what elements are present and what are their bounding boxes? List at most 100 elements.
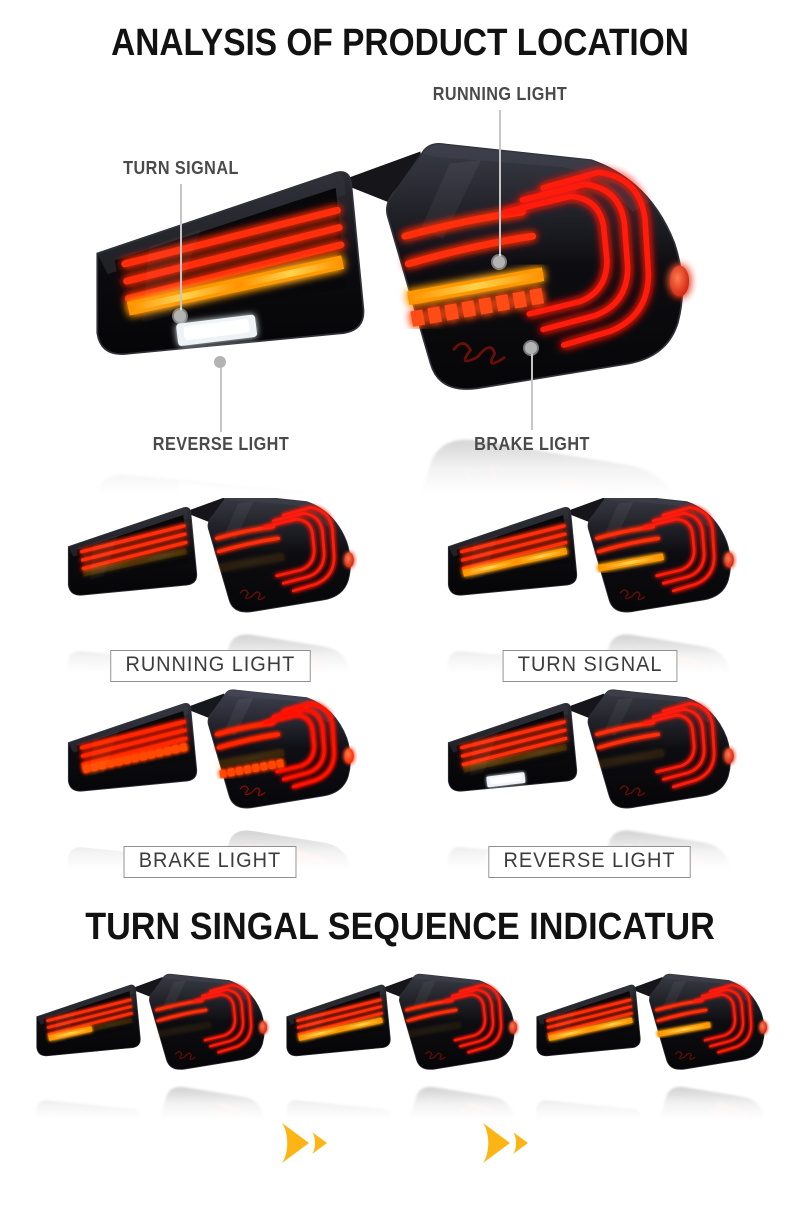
red-tube-hooks — [263, 701, 336, 788]
left-taillight — [536, 985, 641, 1057]
right-taillight — [399, 974, 517, 1071]
signature-squiggle — [424, 1051, 446, 1061]
grid-item-reverse-light: REVERSE LIGHT — [420, 686, 760, 878]
amber-turn-strip-right — [407, 267, 545, 306]
callout-label-reverse-light: REVERSE LIGHT — [152, 433, 290, 454]
right-taillight — [207, 689, 354, 809]
right-taillight — [386, 142, 690, 390]
callout-label-turn-signal: TURN SIGNAL — [123, 157, 239, 178]
red-tube-hooks — [444, 984, 503, 1054]
red-light-strips-right — [405, 999, 458, 1023]
taillight-pair-image — [447, 493, 734, 613]
taillight-pair-image — [96, 142, 690, 390]
callout-label-running-light: RUNNING LIGHT — [432, 83, 568, 104]
grid-label-turn-signal: TURN SIGNAL — [502, 649, 678, 682]
page-title: ANALYSIS OF PRODUCT LOCATION — [111, 22, 689, 64]
red-light-strips — [460, 524, 568, 570]
taillight-image-running — [60, 490, 360, 676]
red-light-strips-right — [401, 208, 537, 268]
grid-label-brake-light: BRAKE LIGHT — [123, 845, 297, 878]
taillight-pair-image — [67, 689, 354, 809]
callout-dot — [214, 355, 226, 368]
side-marker-dot — [344, 748, 354, 764]
red-light-strips-right — [214, 720, 280, 750]
callout-line — [180, 183, 182, 312]
red-light-strips — [80, 524, 188, 570]
left-taillight — [67, 702, 198, 792]
right-taillight — [587, 689, 734, 809]
amber-turn-strip-left — [462, 743, 568, 773]
left-taillight — [67, 506, 198, 596]
amber-turn-strip-right — [657, 1022, 711, 1038]
right-taillight — [207, 493, 354, 613]
sequence-title: TURN SINGAL SEQUENCE INDICATUR — [85, 905, 715, 948]
left-taillight — [286, 985, 391, 1057]
signature-squiggle — [174, 1051, 196, 1061]
amber-turn-strip-left — [548, 1017, 633, 1042]
callout-dot — [525, 341, 537, 354]
taillight-image-sequence-2 — [280, 971, 522, 1122]
side-marker-dot — [259, 1021, 267, 1034]
taillight-pair-image — [67, 493, 354, 613]
right-taillight — [587, 493, 734, 613]
amber-turn-strip-left — [298, 1017, 383, 1042]
signature-squiggle — [452, 341, 506, 365]
left-taillight — [447, 506, 578, 596]
red-light-strips-right — [594, 720, 660, 750]
red-light-strips — [546, 998, 633, 1036]
taillight-pair-image — [447, 689, 734, 809]
red-light-strips — [296, 998, 383, 1036]
hero-figure: RUNNING LIGHT TURN SIGNAL REVERSE LIGHT … — [0, 70, 800, 499]
left-taillight — [36, 985, 141, 1057]
red-tube-hooks — [643, 506, 716, 593]
signature-squiggle — [619, 589, 646, 601]
taillight-image-brake — [60, 686, 360, 872]
taillight-pair-image — [286, 974, 517, 1071]
side-marker-dot — [509, 1021, 517, 1034]
grid-item-turn-signal: TURN SIGNAL — [420, 490, 760, 682]
brake-led-strip-right — [410, 287, 548, 327]
taillight-pair-image — [36, 974, 267, 1071]
right-taillight — [149, 974, 267, 1071]
red-light-strips-right — [655, 999, 708, 1023]
function-grid: RUNNING LIGHT — [0, 490, 800, 878]
reverse-light-bar — [486, 771, 526, 787]
red-tube-hooks — [194, 984, 253, 1054]
brake-led-strip-right — [219, 758, 286, 778]
amber-turn-strip-left — [82, 547, 188, 577]
side-marker-dot — [344, 552, 354, 568]
amber-turn-strip-right — [217, 749, 284, 768]
side-marker-dot — [724, 748, 734, 764]
taillight-image-hero — [80, 136, 702, 499]
left-taillight — [447, 702, 578, 792]
red-tube-hooks — [643, 701, 716, 788]
right-taillight — [649, 974, 767, 1071]
reverse-light-bar — [176, 314, 258, 346]
amber-turn-strip-left — [462, 547, 568, 577]
amber-turn-strip-right — [157, 1022, 211, 1038]
amber-turn-strip-right — [217, 553, 284, 572]
left-taillight — [96, 171, 365, 355]
grid-item-brake-light: BRAKE LIGHT — [40, 686, 380, 878]
amber-turn-strip-left — [48, 1017, 133, 1042]
red-tube-hooks — [263, 506, 336, 593]
callout-label-brake-light: BRAKE LIGHT — [474, 433, 590, 454]
taillight-image-reverse — [440, 686, 740, 872]
signature-squiggle — [239, 589, 266, 601]
taillight-image-turn — [440, 490, 740, 676]
grid-item-running-light: RUNNING LIGHT — [40, 490, 380, 682]
callout-line — [220, 367, 222, 432]
grid-label-running-light: RUNNING LIGHT — [109, 649, 311, 682]
signature-squiggle — [674, 1051, 696, 1061]
red-light-strips-right — [594, 524, 660, 554]
callout-line — [499, 109, 501, 258]
turn-signal-sequence — [0, 971, 800, 1122]
red-light-strips — [121, 206, 345, 302]
taillight-image-sequence-3 — [530, 971, 772, 1122]
side-marker-dot — [759, 1021, 767, 1034]
signature-squiggle — [239, 785, 266, 796]
amber-turn-strip-right — [597, 553, 664, 572]
red-tube-hooks — [694, 984, 753, 1054]
arrow-chevron-icon — [483, 1123, 528, 1164]
